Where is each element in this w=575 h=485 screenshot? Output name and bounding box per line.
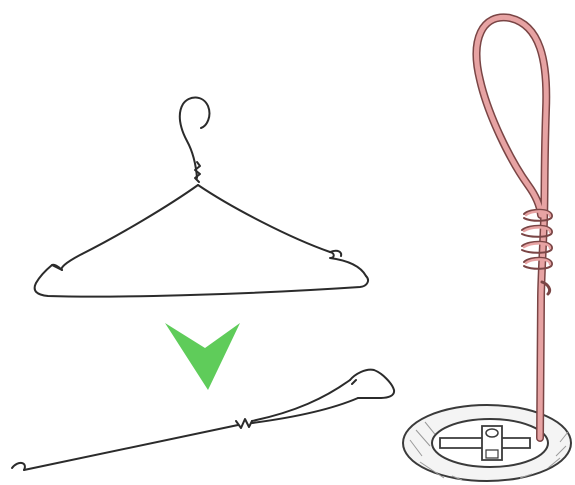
wire-hanger-icon: [35, 97, 368, 296]
drain-icon: [403, 405, 571, 481]
down-arrow-icon: [165, 323, 240, 390]
drain-hook-icon: [477, 17, 552, 438]
straightened-wire-icon: [12, 370, 394, 470]
